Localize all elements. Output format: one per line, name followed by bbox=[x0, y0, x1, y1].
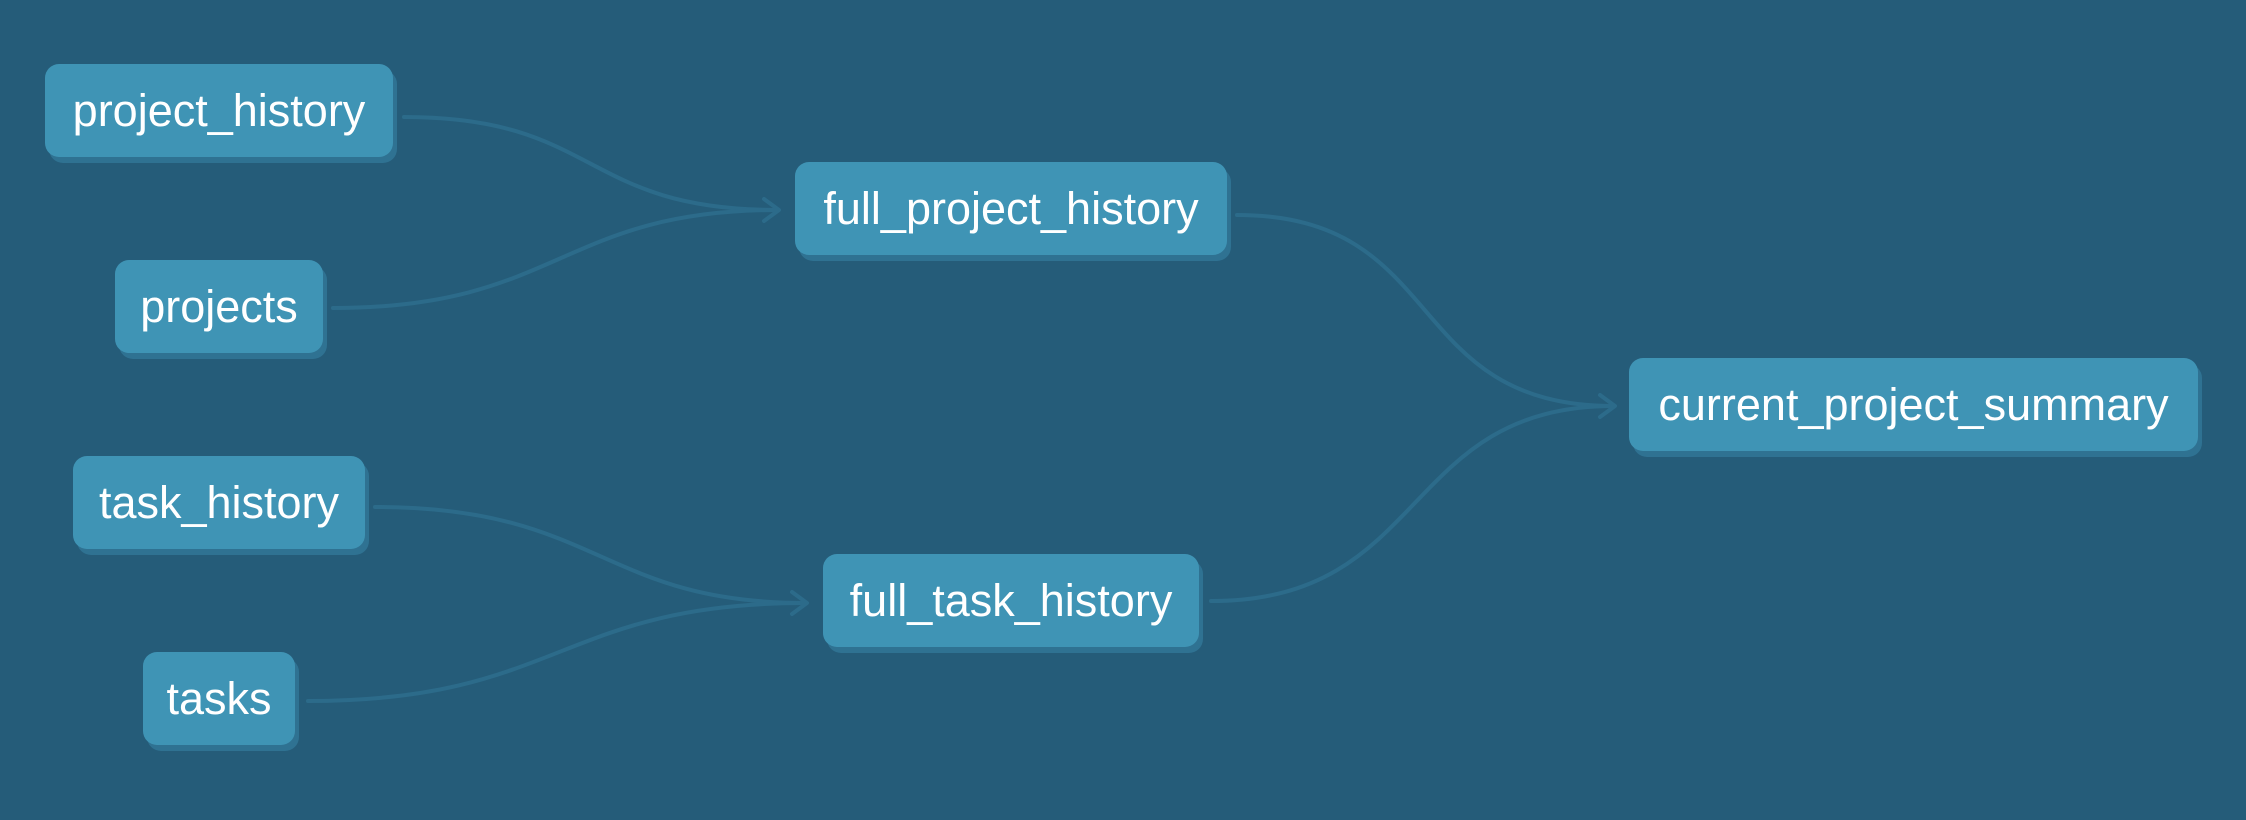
node-project-history[interactable]: project_history bbox=[45, 64, 393, 157]
node-current-project-summary[interactable]: current_project_summary bbox=[1629, 358, 2198, 451]
arrowhead-full-task-history bbox=[790, 590, 809, 616]
edge-projects-to-full-project-history bbox=[331, 208, 780, 310]
node-full-task-history[interactable]: full_task_history bbox=[823, 554, 1199, 647]
edge-full-task-history-to-current-project-summary bbox=[1209, 404, 1616, 603]
node-full-project-history[interactable]: full_project_history bbox=[795, 162, 1227, 255]
node-tasks[interactable]: tasks bbox=[143, 652, 295, 745]
arrowhead-full-project-history bbox=[762, 197, 781, 223]
node-task-history[interactable]: task_history bbox=[73, 456, 365, 549]
edge-project-history-to-full-project-history bbox=[402, 115, 780, 212]
edge-tasks-to-full-task-history bbox=[306, 601, 808, 703]
arrowhead-current-project-summary bbox=[1598, 393, 1617, 419]
edge-task-history-to-full-task-history bbox=[373, 505, 808, 605]
node-projects[interactable]: projects bbox=[115, 260, 323, 353]
edge-full-project-history-to-current-project-summary bbox=[1235, 213, 1616, 408]
